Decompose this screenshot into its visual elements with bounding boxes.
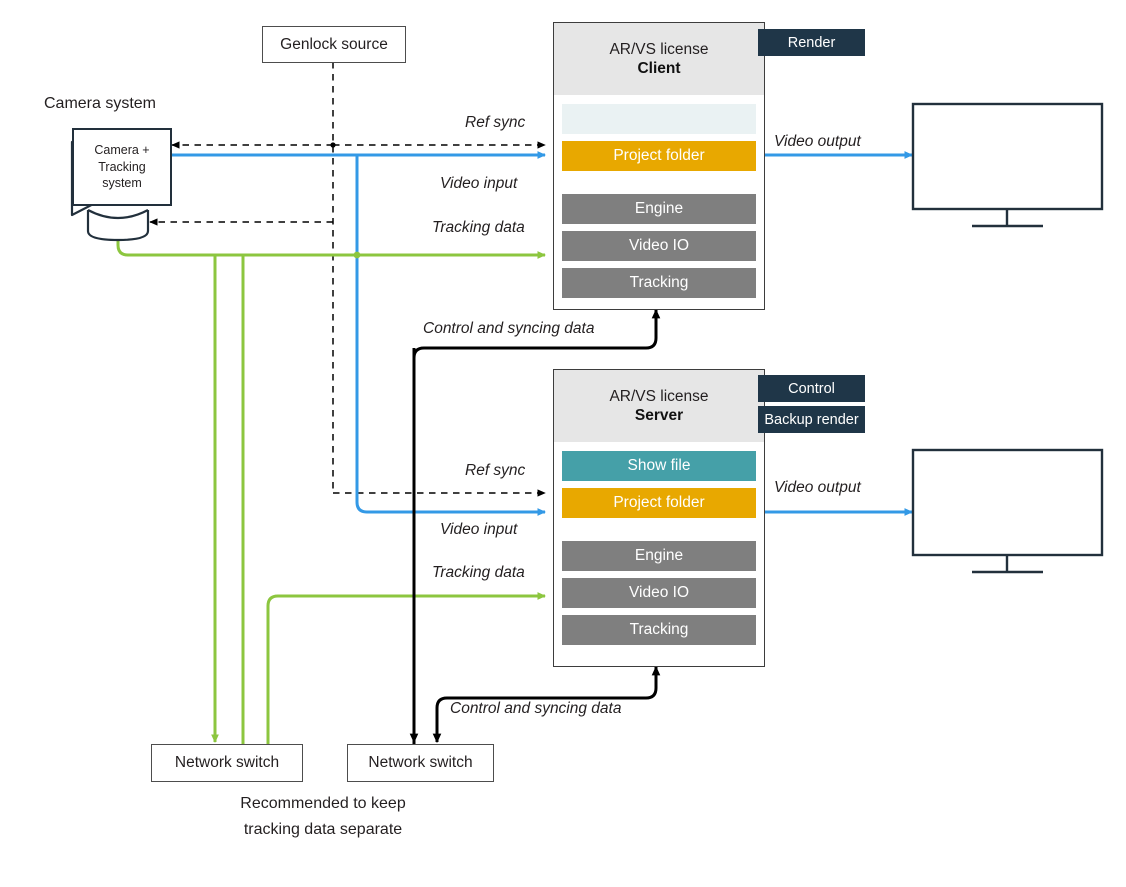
client-bar-3[interactable]: Video IO [562,231,756,261]
camera-body-line-2: Tracking [98,159,146,174]
monitor-stand-1 [972,209,1043,228]
client-bar-2[interactable]: Engine [562,194,756,224]
network-switch-right[interactable]: Network switch [347,744,494,782]
server-header-line-1: AR/VS license [609,387,709,405]
network-switch-right-label: Network switch [368,754,473,771]
client-header-line-1: AR/VS license [609,40,709,58]
tracking-puck-body [86,210,150,242]
edge-label-video-output-bottom: Video output [774,479,861,496]
footnote-line-2: tracking data separate [243,821,403,838]
client-header: AR/VS license Client [554,23,764,95]
server-bar-0[interactable]: Show file [562,451,756,481]
edge-label-video-input-bottom: Video input [440,521,518,538]
genlock-source-box[interactable]: Genlock source [262,26,406,63]
monitor-screen-1 [911,102,1104,211]
edge-label-ref-sync-bottom: Ref sync [465,462,526,479]
server-header: AR/VS license Server [554,370,764,442]
client-bar-0[interactable] [562,104,756,134]
client-bar-1[interactable]: Project folder [562,141,756,171]
edge-label-video-output-top: Video output [774,133,861,150]
camera-body-text: Camera + Tracking system [94,142,149,193]
server-header-line-2: Server [634,406,684,424]
server-group-gap [562,525,756,534]
edge-label-video-input-top: Video input [440,175,518,192]
tracking-data-server [266,592,547,745]
client-bar-4[interactable]: Tracking [562,268,756,298]
edge-label-control-sync-bottom: Control and syncing data [450,700,622,717]
tracking-puck-top [87,209,149,220]
network-switch-left[interactable]: Network switch [151,744,303,782]
camera-system-label: Camera system [43,95,157,112]
camera-body-line-1: Camera + [94,142,150,157]
badge-backup-render[interactable]: Backup render [758,406,865,433]
client-header-line-2: Client [637,59,681,77]
junction-dot-genlock [330,142,336,148]
network-switch-left-label: Network switch [174,754,280,771]
client-group-gap [562,178,756,187]
edge-label-ref-sync-top: Ref sync [465,114,526,131]
badge-control[interactable]: Control [758,375,865,402]
edge-label-control-sync-top: Control and syncing data [423,320,595,337]
footnote-line-1: Recommended to keep [240,795,406,812]
server-bar-1[interactable]: Project folder [562,488,756,518]
server-bar-2[interactable]: Engine [562,541,756,571]
monitor-stand-2 [972,555,1043,574]
edge-label-tracking-data-bottom: Tracking data [432,564,525,581]
server-bar-3[interactable]: Video IO [562,578,756,608]
junction-dot-tracking [353,251,361,259]
camera-body-box: Camera + Tracking system [72,128,172,206]
camera-body-line-3: system [102,176,142,191]
monitor-screen-2 [911,448,1104,557]
edge-label-tracking-data-top: Tracking data [432,219,525,236]
server-bar-4[interactable]: Tracking [562,615,756,645]
badge-render[interactable]: Render [758,29,865,56]
genlock-source-label: Genlock source [280,35,388,53]
